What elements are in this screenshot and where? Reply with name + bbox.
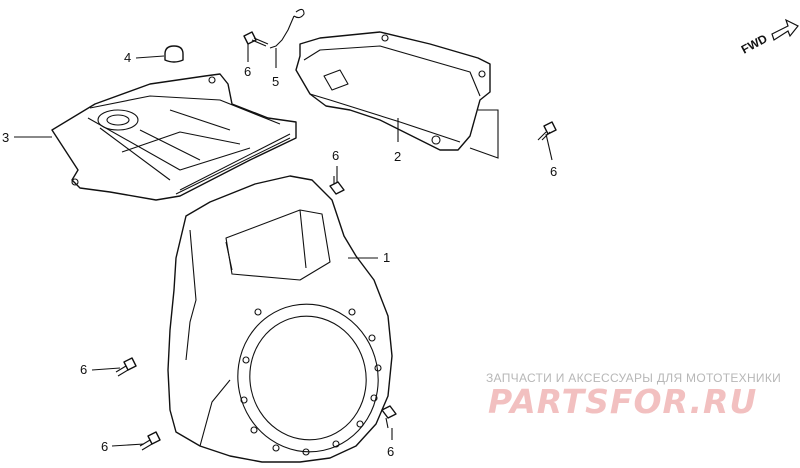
callout-clip: 5 — [272, 74, 279, 89]
callout-cap: 4 — [124, 50, 131, 65]
callout-shroud: 1 — [383, 250, 390, 265]
bolt-right — [537, 121, 557, 141]
callout-bolt-mid: 6 — [332, 148, 339, 163]
leader-lines — [14, 44, 553, 447]
bolt-top — [243, 31, 269, 47]
watermark-brand: PARTSFOR.RU — [488, 382, 758, 421]
shroud-bolt-holes — [240, 308, 382, 456]
fwd-label: FWD — [739, 31, 770, 56]
watermark-tagline: ЗАПЧАСТИ И АКСЕССУАРЫ ДЛЯ МОТОТЕХНИКИ — [486, 371, 782, 385]
plate-part — [51, 73, 297, 201]
cap-part — [164, 45, 184, 63]
fwd-indicator: FWD — [739, 18, 799, 57]
bolt-left2 — [139, 431, 161, 451]
callout-bolt-right: 6 — [550, 164, 557, 179]
clip-part — [269, 8, 305, 49]
callout-bolt-left2: 6 — [101, 439, 108, 454]
bolt-mid — [329, 176, 345, 195]
callout-bolt-bottom: 6 — [387, 444, 394, 459]
callout-bolt-top: 6 — [244, 64, 251, 79]
fwd-arrow-icon — [771, 18, 799, 41]
cover-part — [295, 31, 491, 151]
callout-cover: 2 — [394, 149, 401, 164]
shroud-part — [167, 175, 393, 463]
bolt-bottom — [381, 405, 397, 429]
callout-plate: 3 — [2, 130, 9, 145]
callout-bolt-left1: 6 — [80, 362, 87, 377]
bolt-left1 — [115, 357, 137, 377]
